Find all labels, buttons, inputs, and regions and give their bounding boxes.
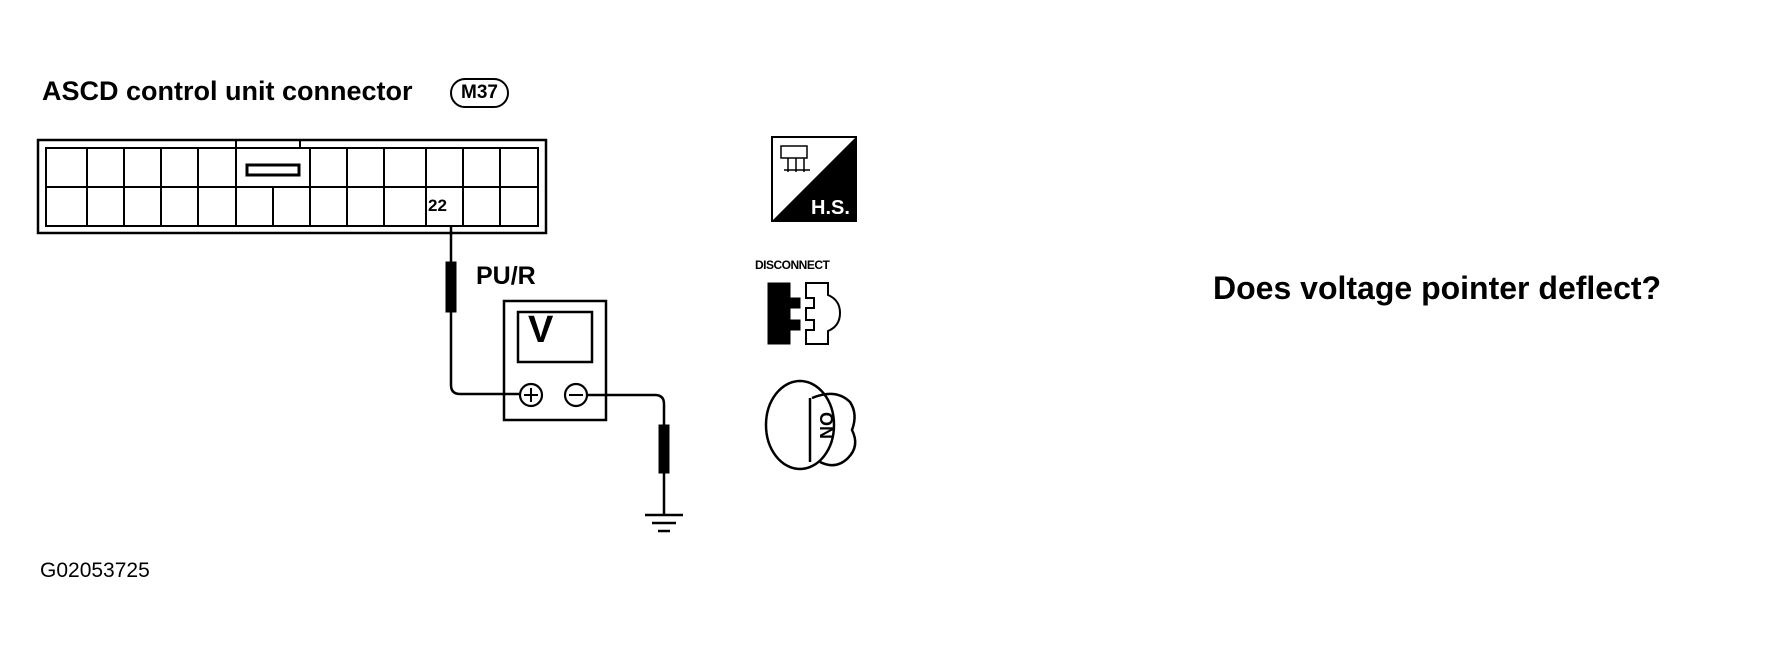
voltmeter	[502, 299, 608, 422]
probe-wire-positive	[445, 226, 519, 396]
diagnostic-question: Does voltage pointer deflect?	[1213, 270, 1662, 306]
wire-color-label: PU/R	[476, 262, 536, 290]
voltmeter-symbol: V	[528, 309, 554, 351]
pin-number-label: 22	[428, 196, 447, 215]
connector-title: ASCD control unit connector	[42, 76, 413, 106]
connector-id-badge: M37	[450, 78, 509, 108]
figure-id: G02053725	[40, 559, 150, 582]
disconnect-label: DISCONNECT	[755, 258, 830, 272]
ground-symbol	[645, 513, 683, 533]
ignition-key-icon	[764, 379, 857, 471]
disconnect-icon	[767, 282, 842, 345]
harness-side-icon	[771, 136, 857, 222]
connector-body	[36, 138, 548, 235]
ignition-on-label: ON	[816, 412, 836, 439]
probe-wire-negative	[587, 393, 670, 515]
harness-side-label: H.S.	[811, 197, 850, 219]
